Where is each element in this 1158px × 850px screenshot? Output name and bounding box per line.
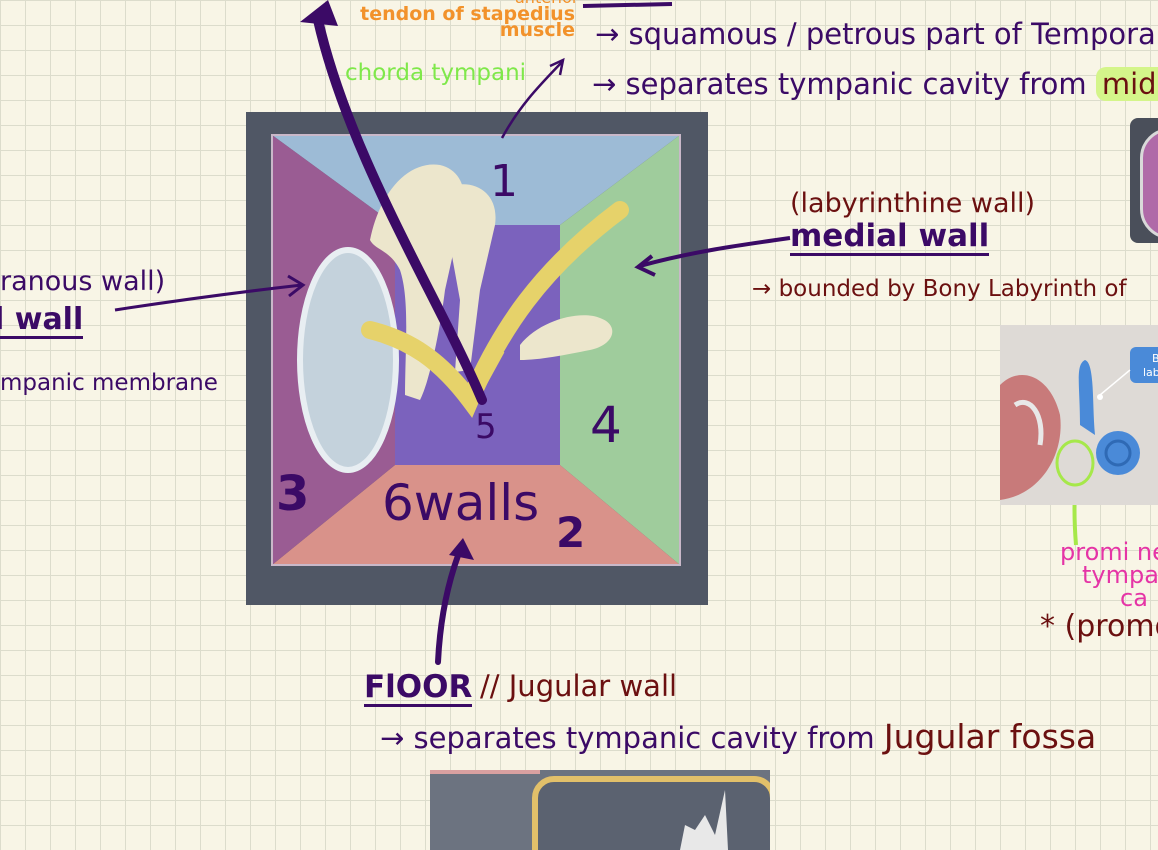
arrow-medial-wall xyxy=(639,236,791,268)
tendon-shape xyxy=(473,347,505,393)
promontory-label: * (promon xyxy=(1040,609,1158,644)
floor-wall xyxy=(272,465,680,565)
wall-number-1: 1 xyxy=(490,156,518,207)
thumbnail-top-right xyxy=(1130,118,1158,243)
stapes-shape xyxy=(520,315,613,360)
wall-number-4: 4 xyxy=(590,396,622,454)
tympanic-membrane-note: mpanic membrane xyxy=(0,370,218,396)
jugular-fossa-term: Jugular fossa xyxy=(883,717,1097,756)
arrow-floor-head xyxy=(449,538,474,560)
wall-number-5: 5 xyxy=(475,407,497,447)
roof-wall xyxy=(272,135,680,225)
roof-heading-underline xyxy=(582,2,673,8)
callout-line1: B xyxy=(1152,352,1158,365)
roof-fragment: anterior xyxy=(515,0,578,4)
separates-middle-note: → separates tympanic cavity from midd xyxy=(592,67,1158,101)
frame-inner-edge xyxy=(271,134,681,566)
arrow-lateral-wall xyxy=(114,283,303,312)
arrow-to-roof xyxy=(313,15,487,405)
membranous-wall-label: ranous wall) xyxy=(0,266,166,297)
prominence-line2: tympa xyxy=(1082,561,1158,589)
jugular-wall-label: // Jugular wall xyxy=(480,669,678,703)
callout-line2: lab xyxy=(1143,366,1158,379)
squamous-note: → squamous / petrous part of Temporal b xyxy=(595,17,1158,51)
tendon-stapedius-label: tendon of stapedius muscle xyxy=(360,3,575,42)
wall-number-3: 3 xyxy=(276,466,310,522)
arrow-to-roof-head xyxy=(300,0,338,26)
bottom-thumbnail xyxy=(430,770,770,850)
arrow-roof-label xyxy=(500,61,563,139)
inner-ear-illustration: B lab xyxy=(1000,325,1158,505)
tympanic-membrane-shape xyxy=(297,247,399,473)
lateral-wall-heading: l wall xyxy=(0,305,84,339)
floor-heading: FlOOR xyxy=(364,669,473,707)
middle-ear-highlight: midd xyxy=(1095,67,1158,101)
bounded-by-note: → bounded by Bony Labyrinth of xyxy=(752,276,1127,302)
center-text-6walls: 6walls xyxy=(382,474,540,532)
prominence-line3: ca xyxy=(1120,584,1148,612)
incus-shape xyxy=(440,184,496,372)
medial-wall-heading: medial wall xyxy=(790,218,990,256)
jugular-fossa-note: → separates tympanic cavity from Jugular… xyxy=(380,717,1097,756)
prominence-line1: promi nen xyxy=(1060,538,1158,566)
wall-number-2: 2 xyxy=(556,508,586,557)
chorda-tympani-label: chorda tympani xyxy=(345,60,527,86)
labyrinthine-wall-label: (labyrinthine wall) xyxy=(790,188,1036,219)
